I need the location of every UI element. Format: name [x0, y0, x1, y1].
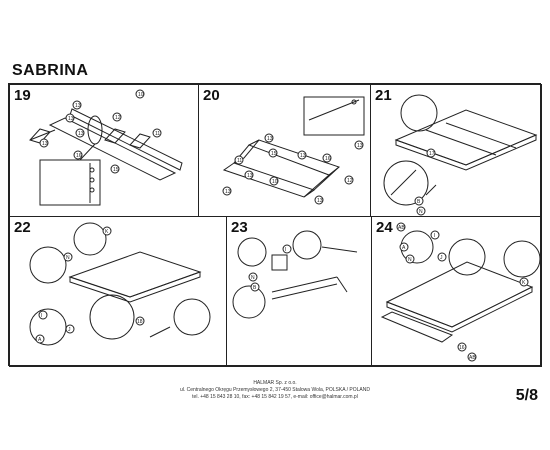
step-19-illustration: 13 13 13 10 12 11 15 16 13 [29, 89, 183, 206]
page-number: 5/8 [515, 387, 538, 404]
callout: A [402, 245, 406, 251]
step-21-panel: 21 17 B N [370, 84, 542, 217]
step-23-illustration: I N B [232, 230, 358, 319]
step-24-illustration: AB I J A N K 16 AB [380, 222, 541, 362]
callout: I [285, 247, 286, 253]
callout: N [408, 257, 412, 263]
footer-company: HALMAR Sp. z o.o. [253, 380, 297, 386]
callout: 13 [357, 143, 363, 149]
callout: K [522, 280, 526, 286]
step-20-panel: 20 13 15 11 13 10 16 13 12 13 1 [198, 84, 371, 217]
callout: 13 [247, 173, 253, 179]
callout: 10 [272, 179, 278, 185]
callout: B [253, 285, 257, 291]
callout: 13 [42, 141, 48, 147]
callout: 16 [76, 153, 82, 159]
step-22-illustration: K N J I A 18 [29, 222, 211, 346]
step-number: 22 [14, 219, 31, 236]
step-number: 23 [231, 219, 248, 236]
step-number: 19 [14, 87, 31, 104]
callout: N [66, 255, 70, 261]
callout: 15 [271, 151, 277, 157]
callout: AB [469, 355, 476, 361]
callout: K [105, 229, 109, 235]
callout: 13 [78, 131, 84, 137]
step-24-panel: 24 AB I J A N K 16 AB [371, 216, 542, 367]
step-number: 24 [376, 219, 393, 236]
callout: AB [398, 225, 405, 231]
callout: 16 [325, 156, 331, 162]
callout: N [419, 209, 423, 215]
instruction-grid: 19 13 13 13 10 12 11 [8, 83, 542, 367]
page-title: SABRINA [12, 62, 89, 79]
callout: I [434, 233, 435, 239]
callout: 11 [237, 158, 242, 164]
callout: A [38, 337, 42, 343]
footer-address: ul. Centralnego Okręgu Przemysłowego 2, … [179, 387, 370, 393]
callout: 10 [138, 92, 144, 98]
callout: 17 [429, 151, 435, 157]
callout: B [417, 199, 421, 205]
callout: N [251, 275, 255, 281]
footer-contact: tel. +48 15 843 28 10, fax: +48 15 842 1… [192, 394, 358, 400]
callout: 16 [459, 345, 465, 351]
step-number: 21 [375, 87, 392, 104]
callout: 18 [137, 319, 143, 325]
callout: J [68, 327, 71, 333]
step-19-panel: 19 13 13 13 10 12 11 [9, 84, 199, 217]
callout: J [440, 255, 443, 261]
callout: 13 [267, 136, 273, 142]
callout: 13 [225, 189, 231, 195]
callout: I [41, 313, 42, 319]
step-21-illustration: 17 B N [383, 94, 538, 216]
callout: 13 [300, 153, 306, 159]
step-number: 20 [203, 87, 220, 104]
step-23-panel: 23 I N B [226, 216, 372, 367]
callout: 12 [347, 178, 353, 184]
callout: 12 [115, 115, 121, 121]
step-22-panel: 22 K N J I A 18 [9, 216, 227, 367]
callout: 11 [155, 131, 160, 137]
callout: 13 [317, 198, 323, 204]
callout: 13 [68, 116, 74, 122]
callout: 13 [75, 103, 81, 109]
step-20-illustration: 13 15 11 13 10 16 13 12 13 13 13 [222, 96, 365, 205]
callout: 15 [113, 167, 119, 173]
